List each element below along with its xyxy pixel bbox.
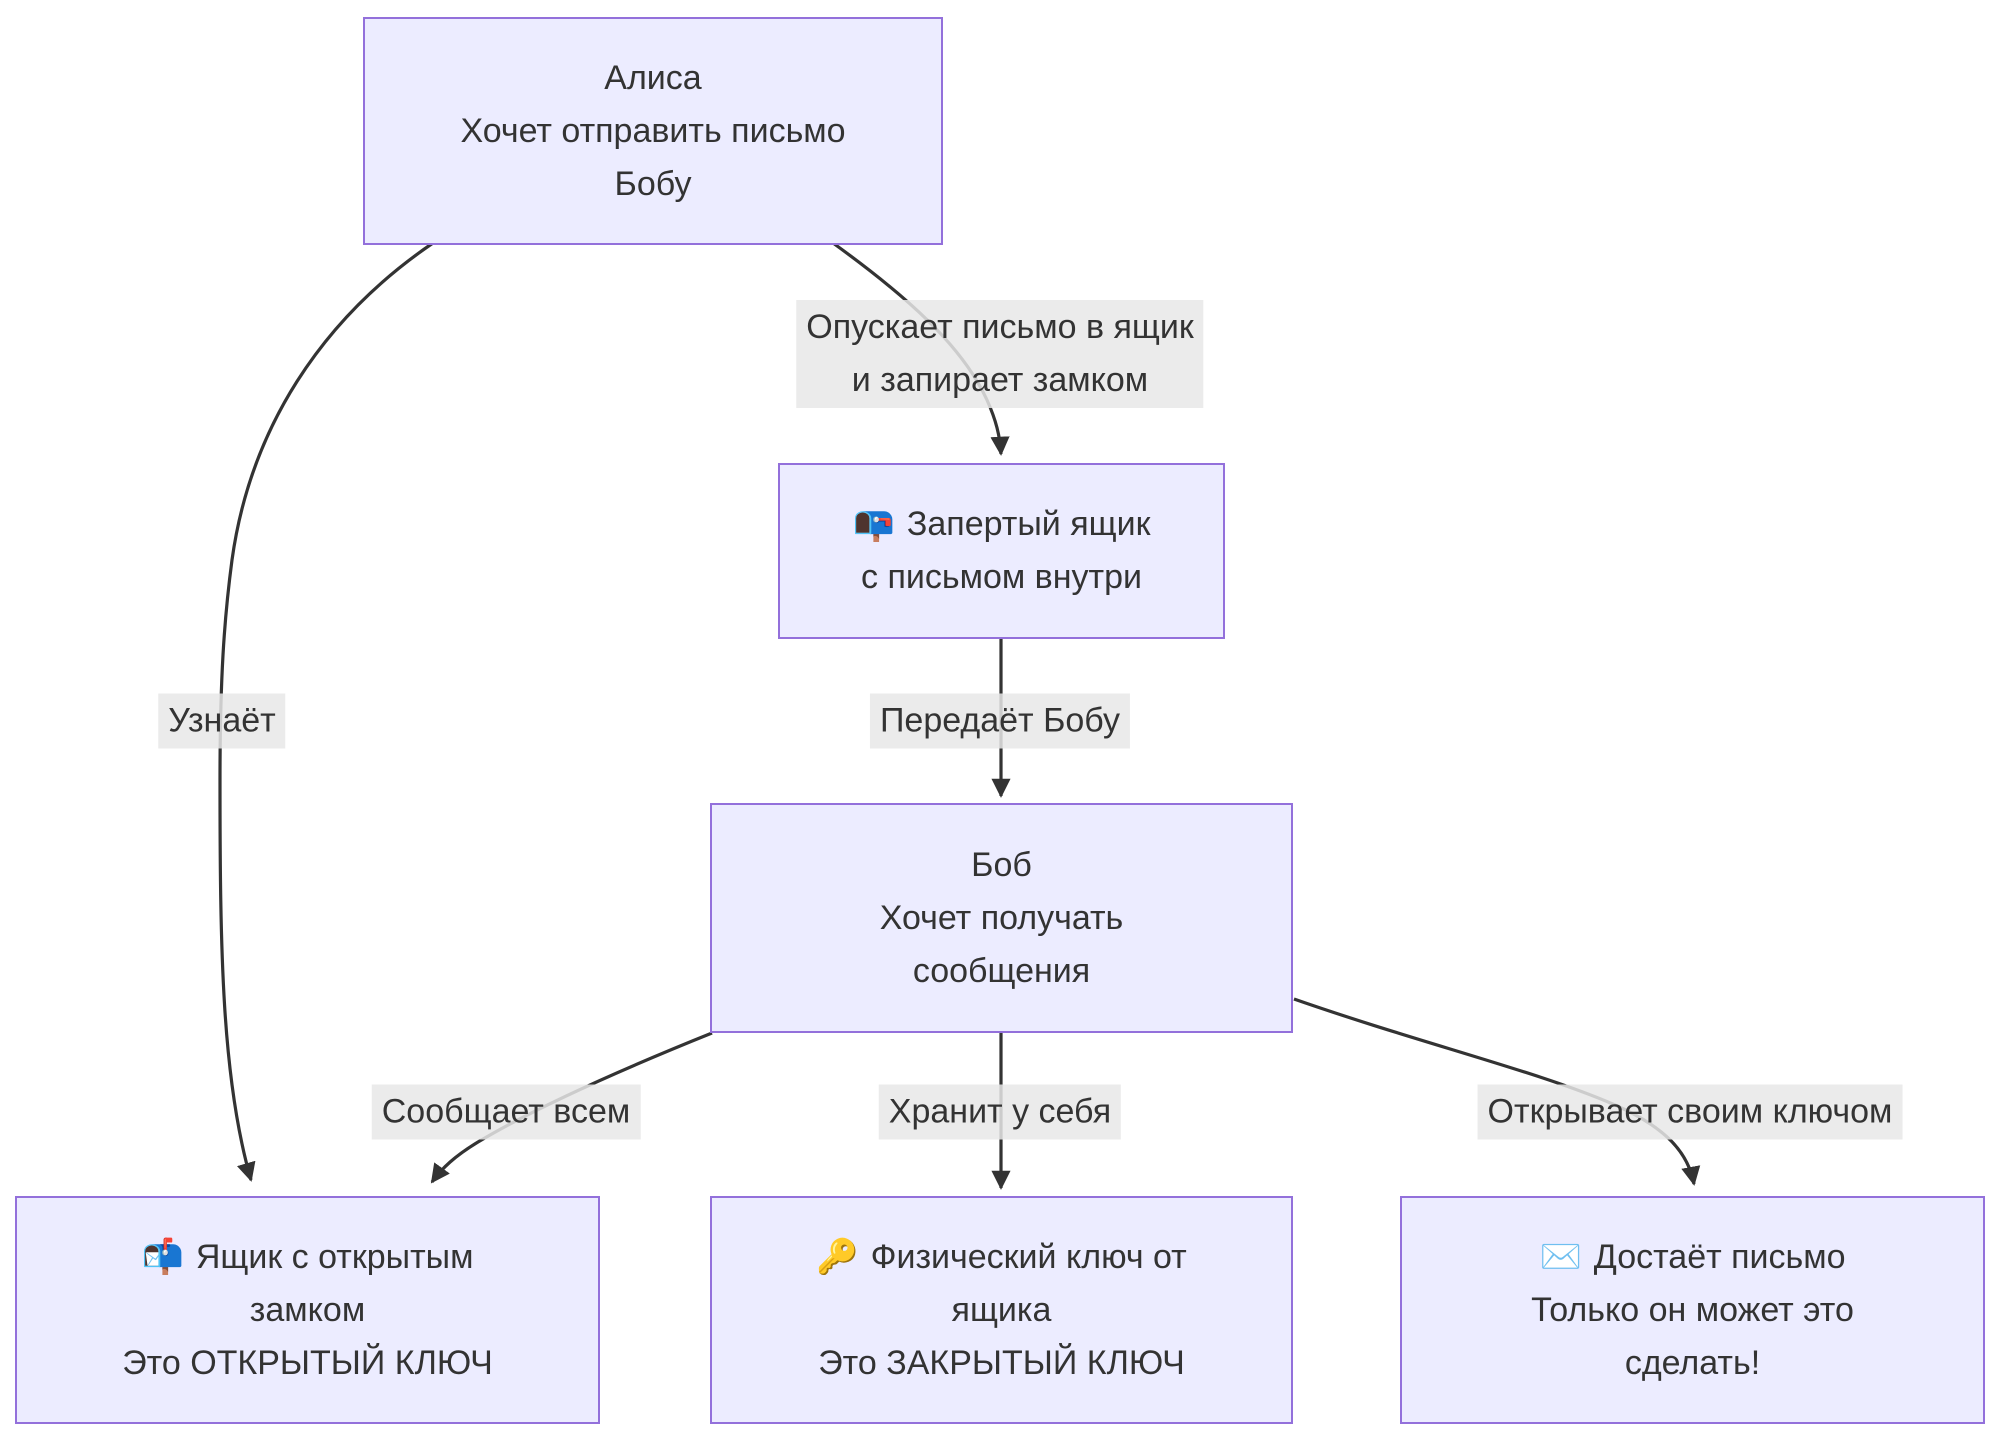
key-icon: 🔑 xyxy=(816,1237,859,1276)
node-line: сделать! xyxy=(1624,1343,1761,1382)
edge-label-line: и запирает замком xyxy=(851,361,1149,399)
mailbox-lowered-flag-icon: 📭 xyxy=(852,505,895,543)
node-line: сообщения xyxy=(912,951,1091,990)
node-line: Физический ключ от xyxy=(870,1237,1187,1276)
node-letter: ✉️ Достаёт письмо Только он может это сде… xyxy=(1400,1196,1985,1424)
envelope-icon: ✉️ xyxy=(1539,1237,1582,1276)
node-line: Хочет получать xyxy=(879,898,1124,937)
node-line: Ящик с открытым xyxy=(195,1237,474,1276)
open-mailbox-raised-flag-icon: 📬 xyxy=(141,1237,184,1276)
node-line: Хочет отправить письмо xyxy=(460,111,846,150)
edge-label-keeps: Хранит у себя xyxy=(878,1084,1122,1140)
edge-label-hands: Передаёт Бобу xyxy=(869,693,1131,749)
node-line: Это ОТКРЫТЫЙ КЛЮЧ xyxy=(122,1343,493,1382)
node-line: Достаёт письмо xyxy=(1593,1237,1846,1276)
edge-alice-openbox xyxy=(218,241,434,1182)
node-line: Бобу xyxy=(614,164,692,203)
edge-label-drop: Опускает письмо в ящик и запирает замком xyxy=(796,300,1204,408)
node-line: Запертый ящик xyxy=(906,505,1151,543)
node-line: ящика xyxy=(951,1290,1052,1329)
node-line: Боб xyxy=(971,845,1032,884)
edge-label-opens: Открывает своим ключом xyxy=(1477,1084,1903,1140)
node-bob: Боб Хочет получать сообщения xyxy=(710,803,1293,1033)
node-locked-box: 📭 Запертый ящик с письмом внутри xyxy=(778,463,1225,639)
node-private-key: 🔑 Физический ключ от ящика Это ЗАКРЫТЫЙ К… xyxy=(710,1196,1293,1424)
node-line: замком xyxy=(249,1290,366,1329)
node-line: Только он может это xyxy=(1531,1290,1854,1329)
node-open-box: 📬 Ящик с открытым замком Это ОТКРЫТЫЙ КЛЮ… xyxy=(15,1196,600,1424)
node-alice: Алиса Хочет отправить письмо Бобу xyxy=(363,17,943,245)
node-line: Это ЗАКРЫТЫЙ КЛЮЧ xyxy=(818,1343,1185,1382)
node-line: с письмом внутри xyxy=(861,558,1142,596)
node-line: Алиса xyxy=(604,58,702,97)
edge-label-line: Опускает письмо в ящик xyxy=(806,308,1194,346)
edge-label-tells: Сообщает всем xyxy=(371,1084,641,1140)
edge-label-learns: Узнаёт xyxy=(158,693,286,749)
